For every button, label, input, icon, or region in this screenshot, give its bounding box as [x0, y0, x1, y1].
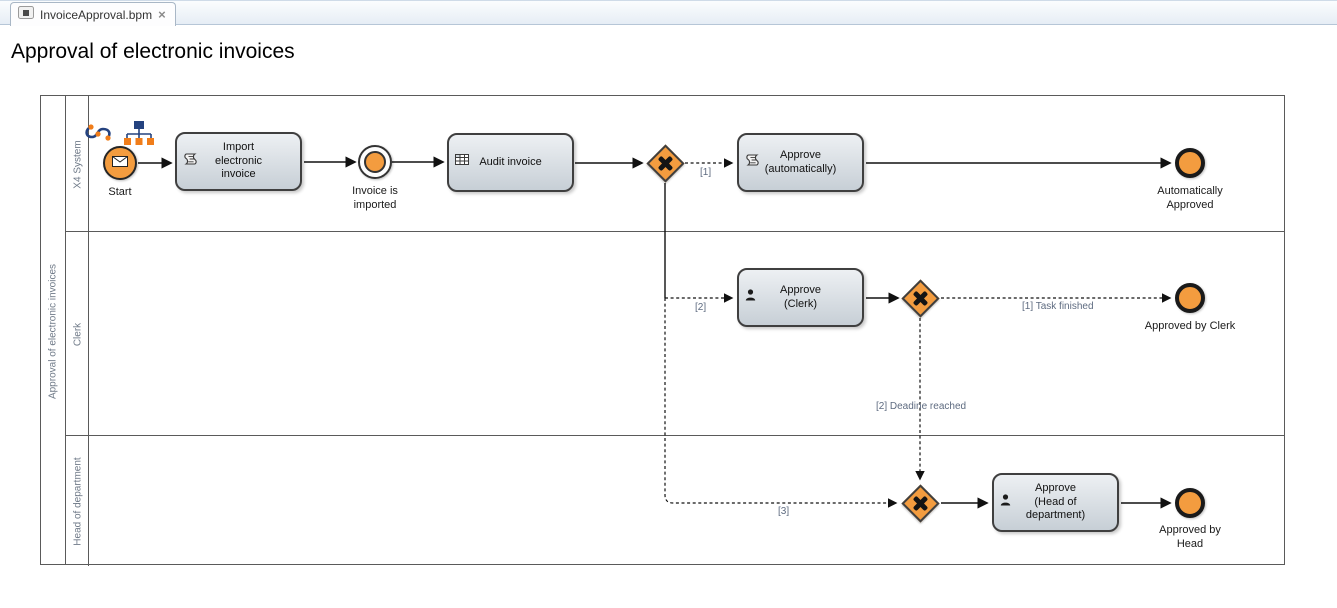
lane-head-of-department[interactable]: Head of department: [66, 436, 1284, 566]
end-event-label: Approved by Head: [1159, 524, 1221, 550]
end-event-label: Approved by Clerk: [1144, 320, 1236, 332]
script-task-icon: [745, 140, 760, 172]
end-event-approved-by-head[interactable]: [1175, 488, 1205, 518]
intermediate-event-label: Invoice is imported: [352, 185, 398, 211]
tab-close-icon[interactable]: ×: [158, 7, 166, 22]
task-label: Import electronic invoice: [214, 140, 263, 181]
lane-x4-system[interactable]: X4 System: [66, 96, 1284, 232]
intermediate-event-inner-ring: [364, 151, 386, 173]
xor-x-icon: [910, 288, 931, 309]
task-label: Approve (Head of department): [1025, 481, 1086, 522]
pool-label-strip[interactable]: Approval of electronic invoices: [41, 96, 66, 564]
flow-label-branch-2: [2]: [695, 302, 707, 313]
intermediate-event-invoice-imported[interactable]: [358, 145, 392, 179]
xor-x-icon: [655, 153, 676, 174]
task-label: Audit invoice: [479, 155, 542, 168]
editor-tab-bar: InvoiceApproval.bpm ×: [0, 0, 1337, 26]
flow-label-branch-1: [1]: [700, 167, 712, 178]
xor-x-icon: [910, 493, 931, 514]
task-label: Approve (automatically): [764, 148, 837, 175]
task-audit-invoice[interactable]: Audit invoice: [447, 133, 574, 192]
end-event-automatically-approved[interactable]: [1175, 148, 1205, 178]
bpmn-pool[interactable]: Approval of electronic invoices X4 Syste…: [40, 95, 1285, 566]
lane-clerk[interactable]: Clerk: [66, 232, 1284, 436]
start-event[interactable]: [103, 146, 137, 180]
task-import-electronic-invoice[interactable]: Import electronic invoice: [175, 132, 302, 191]
user-task-icon: [745, 275, 756, 306]
end-event-label: Automatically Approved: [1157, 185, 1223, 211]
form-table-icon: [455, 140, 469, 170]
bpm-file-icon: [18, 5, 34, 24]
org-hierarchy-icon: [123, 119, 155, 156]
tab-title: InvoiceApproval.bpm: [40, 7, 153, 22]
start-event-label: Start: [108, 186, 132, 198]
lane-label-strip[interactable]: Head of department: [66, 436, 89, 566]
end-event-approved-by-clerk[interactable]: [1175, 283, 1205, 313]
task-approve-automatically[interactable]: Approve (automatically): [737, 133, 864, 192]
task-approve-head-of-department[interactable]: Approve (Head of department): [992, 473, 1119, 532]
user-task-icon: [1000, 480, 1011, 511]
flow-label-branch-3: [3]: [778, 506, 790, 517]
task-approve-clerk[interactable]: Approve (Clerk): [737, 268, 864, 327]
lane-label-strip[interactable]: X4 System: [66, 96, 89, 231]
tab-invoiceapproval[interactable]: InvoiceApproval.bpm ×: [10, 2, 176, 26]
lane-label-strip[interactable]: Clerk: [66, 232, 89, 435]
flow-label-task-finished: [1] Task finished: [1022, 301, 1094, 312]
task-label: Approve (Clerk): [780, 283, 821, 310]
flow-label-deadline-reached: [2] Deadine reached: [876, 401, 967, 412]
message-envelope-icon: [112, 154, 128, 172]
script-task-icon: [183, 139, 198, 171]
page-title: Approval of electronic invoices: [11, 40, 295, 63]
process-flow-icon: [85, 121, 117, 154]
